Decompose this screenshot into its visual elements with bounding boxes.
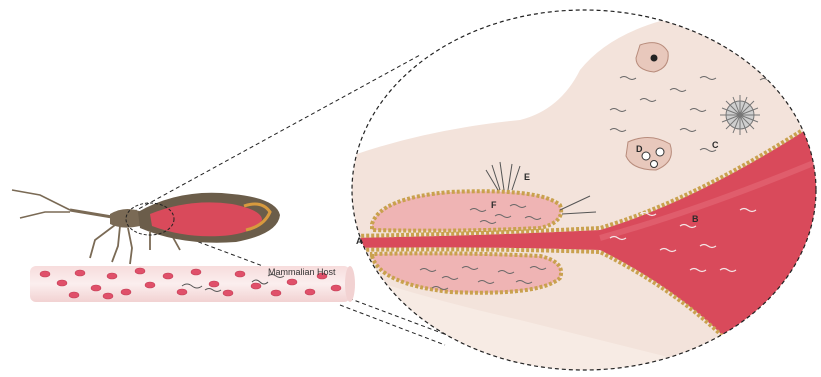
spiky-cell xyxy=(720,95,760,135)
mammalian-host-vessel: Mammalian Host xyxy=(30,266,355,302)
callout-d: D xyxy=(636,144,643,154)
bug-antennae xyxy=(12,190,70,218)
callout-c: C xyxy=(712,140,719,150)
callout-e: E xyxy=(524,172,530,182)
callout-f: F xyxy=(491,200,497,210)
callout-b: B xyxy=(692,214,699,224)
callout-a: A xyxy=(356,236,363,246)
triatomine-bug xyxy=(12,190,280,264)
magnified-gut-view xyxy=(340,0,821,377)
bug-head xyxy=(110,209,142,228)
host-label: Mammalian Host xyxy=(268,267,336,277)
